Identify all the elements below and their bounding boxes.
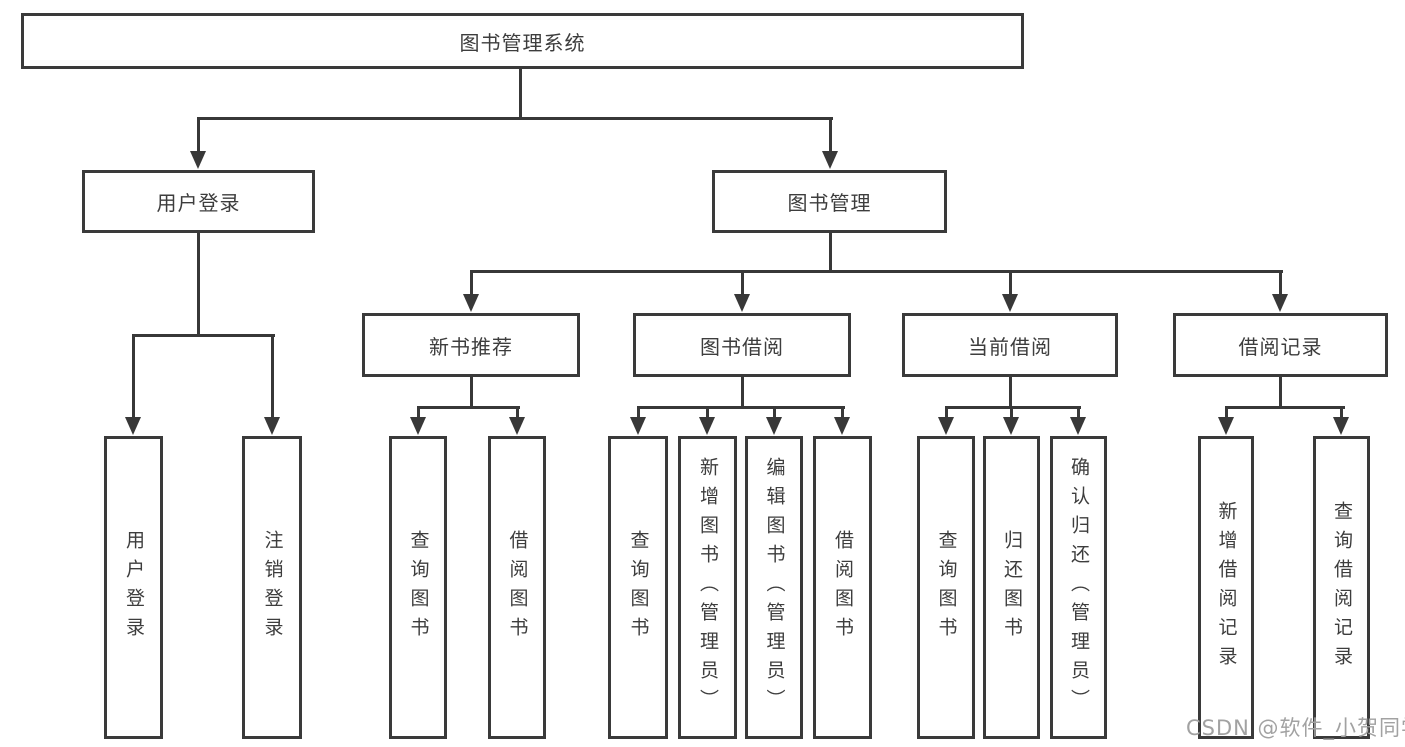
node-label: 用户登录: [156, 191, 241, 215]
connector-line: [1225, 406, 1345, 409]
leaf-logout: 注销登录: [242, 436, 302, 739]
leaf-label: 确认归还（管理员）: [1068, 457, 1090, 718]
leaf-label: 借阅图书: [832, 529, 854, 646]
node-label: 新书推荐: [429, 334, 513, 359]
connector-line: [1279, 270, 1282, 296]
connector-line: [271, 334, 274, 419]
leaf-return-books: 归还图书: [983, 436, 1040, 739]
leaf-user-login: 用户登录: [104, 436, 163, 739]
arrow-down-icon: [1070, 417, 1086, 435]
connector-line: [741, 377, 744, 409]
node-book-management: 图书管理: [712, 170, 947, 233]
arrow-down-icon: [822, 151, 838, 169]
node-borrow-records: 借阅记录: [1173, 313, 1388, 377]
csdn-watermark: CSDN @软件_小贺同学: [1186, 716, 1405, 740]
connector-line: [1340, 406, 1343, 419]
arrow-down-icon: [1003, 417, 1019, 435]
connector-line: [132, 334, 135, 419]
connector-line: [741, 270, 744, 296]
connector-line: [945, 406, 1081, 409]
connector-line: [470, 270, 473, 296]
arrow-down-icon: [734, 294, 750, 312]
leaf-add-books-admin: 新增图书（管理员）: [678, 436, 737, 739]
leaf-label: 用户登录: [123, 529, 145, 646]
node-user-login: 用户登录: [82, 170, 315, 233]
connector-line: [1225, 406, 1228, 419]
leaf-borrow-books-borrowing: 借阅图书: [813, 436, 872, 739]
arrow-down-icon: [1218, 417, 1234, 435]
connector-line: [706, 406, 709, 419]
node-library-management-system: 图书管理系统: [21, 13, 1024, 69]
arrow-down-icon: [190, 151, 206, 169]
connector-line: [945, 406, 948, 419]
arrow-down-icon: [699, 417, 715, 435]
leaf-edit-books-admin: 编辑图书（管理员）: [745, 436, 803, 739]
connector-line: [1009, 270, 1012, 296]
leaf-label: 新增图书（管理员）: [697, 457, 719, 718]
arrow-down-icon: [834, 417, 850, 435]
connector-line: [197, 117, 833, 120]
node-current-borrowing: 当前借阅: [902, 313, 1118, 377]
leaf-query-books-newbook: 查询图书: [389, 436, 447, 739]
arrow-down-icon: [1272, 294, 1288, 312]
node-label: 图书管理系统: [459, 30, 586, 55]
connector-line: [841, 406, 844, 419]
arrow-down-icon: [410, 417, 426, 435]
leaf-label: 编辑图书（管理员）: [763, 457, 786, 718]
arrow-down-icon: [766, 417, 782, 435]
connector-line: [637, 406, 640, 419]
leaf-confirm-return-admin: 确认归还（管理员）: [1050, 436, 1107, 739]
connector-line: [197, 117, 200, 153]
leaf-query-borrow-record: 查询借阅记录: [1313, 436, 1370, 739]
connector-line: [773, 406, 776, 419]
connector-line: [516, 406, 519, 419]
node-label: 图书管理: [787, 191, 872, 215]
leaf-query-books-current: 查询图书: [917, 436, 975, 739]
connector-line: [1077, 406, 1080, 419]
connector-line: [417, 406, 420, 419]
node-new-book-recommend: 新书推荐: [362, 313, 580, 377]
leaf-label: 借阅图书: [506, 529, 529, 646]
connector-line: [197, 233, 200, 337]
connector-line: [519, 69, 522, 120]
node-label: 当前借阅: [968, 334, 1052, 359]
arrow-down-icon: [1333, 417, 1349, 435]
connector-line: [1009, 377, 1012, 409]
leaf-label: 查询借阅记录: [1331, 500, 1353, 675]
leaf-label: 查询图书: [935, 529, 958, 646]
connector-line: [1279, 377, 1282, 409]
arrow-down-icon: [509, 417, 525, 435]
leaf-add-borrow-record: 新增借阅记录: [1198, 436, 1254, 739]
node-book-borrowing: 图书借阅: [633, 313, 851, 377]
arrow-down-icon: [630, 417, 646, 435]
arrow-down-icon: [125, 417, 141, 435]
arrow-down-icon: [938, 417, 954, 435]
connector-line: [829, 117, 832, 153]
arrow-down-icon: [264, 417, 280, 435]
connector-line: [417, 406, 520, 409]
leaf-label: 查询图书: [407, 529, 430, 646]
leaf-label: 注销登录: [261, 529, 284, 646]
leaf-label: 新增借阅记录: [1215, 500, 1238, 675]
leaf-borrow-books-newbook: 借阅图书: [488, 436, 546, 739]
leaf-query-books-borrowing: 查询图书: [608, 436, 668, 739]
arrow-down-icon: [1002, 294, 1018, 312]
connector-line: [1010, 406, 1013, 419]
connector-line: [470, 377, 473, 409]
connector-line: [829, 233, 832, 273]
leaf-label: 归还图书: [1001, 529, 1023, 646]
connector-line: [132, 334, 275, 337]
connector-line: [470, 270, 1283, 273]
node-label: 图书借阅: [700, 334, 784, 359]
node-label: 借阅记录: [1238, 334, 1323, 359]
arrow-down-icon: [463, 294, 479, 312]
leaf-label: 查询图书: [627, 529, 650, 646]
connector-line: [637, 406, 845, 409]
